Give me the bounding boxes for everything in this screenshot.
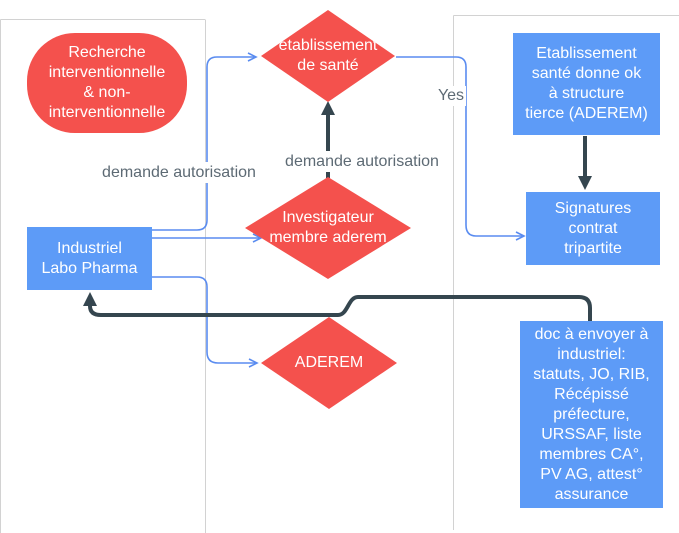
edge-industriel-to-aderem (152, 276, 259, 368)
industriel-node: Industriel Labo Pharma (27, 227, 152, 290)
edge-documents-to-industriel (83, 292, 592, 321)
demande-autorisation-label-2: demande autorisation (272, 151, 452, 172)
research-node: Recherche interventionnelle & non- inter… (27, 33, 187, 133)
demande-autorisation-label-1: demande autorisation (89, 162, 269, 183)
yes-label: Yes (436, 86, 466, 106)
edge-industriel-to-etablissement (152, 52, 258, 231)
edge-yes-to-signatures (396, 56, 526, 241)
etablissement-ok-node: Etablissement santé donne ok à structure… (513, 33, 660, 135)
documents-node: doc à envoyer à industriel: statuts, JO,… (520, 321, 663, 508)
signatures-node: Signatures contrat tripartite (526, 192, 660, 265)
